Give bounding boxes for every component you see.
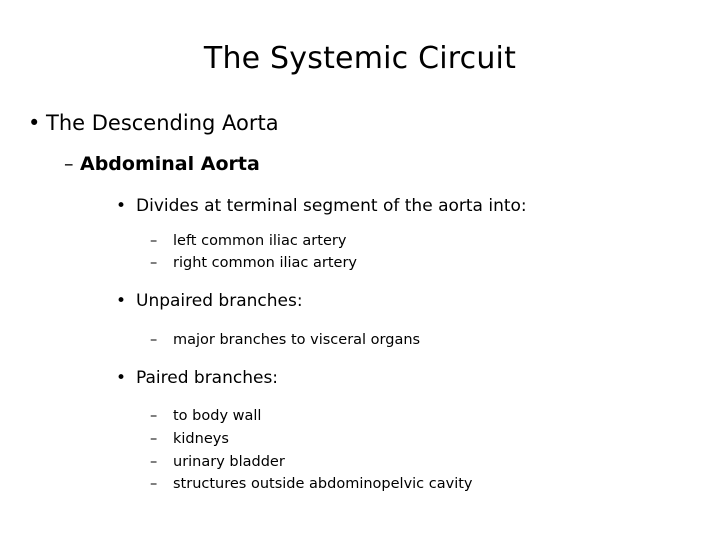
list-item-label: kidneys [173, 430, 229, 447]
list-item-level3-paired: • Paired branches: [28, 366, 698, 391]
slide-body: • The Descending Aorta – Abdominal Aorta… [28, 108, 698, 497]
list-item-level1: • The Descending Aorta [28, 108, 698, 138]
list-item-label: left common iliac artery [173, 232, 347, 249]
spacer [28, 185, 698, 194]
list-item-label: Abdominal Aorta [80, 153, 260, 176]
dash-bullet-icon: – [150, 232, 158, 249]
disc-bullet-icon: • [28, 111, 41, 135]
list-item-level4-visceral: – major branches to visceral organs [28, 330, 698, 352]
disc-bullet-icon: • [116, 367, 127, 388]
disc-bullet-icon: • [116, 195, 127, 216]
spacer [28, 142, 698, 151]
list-item-level4-urinary-bladder: – urinary bladder [28, 452, 698, 474]
spacer [28, 222, 698, 231]
disc-bullet-icon: • [116, 291, 127, 312]
list-item-level4-outside-structures: – structures outside abdominopelvic cavi… [28, 474, 698, 496]
dash-bullet-icon: – [150, 255, 158, 272]
list-item-label: structures outside abdominopelvic cavity [173, 476, 473, 493]
dash-bullet-icon: – [150, 476, 158, 493]
list-item-level4-left-iliac: – left common iliac artery [28, 231, 698, 253]
spacer [28, 353, 698, 366]
list-item-label: Paired branches: [136, 367, 279, 388]
dash-bullet-icon: – [150, 408, 158, 425]
list-item-label: Divides at terminal segment of the aorta… [136, 195, 527, 216]
spacer [28, 276, 698, 289]
list-item-level4-body-wall: – to body wall [28, 406, 698, 428]
list-item-label: urinary bladder [173, 453, 285, 470]
dash-bullet-icon: – [150, 453, 158, 470]
spacer [28, 317, 698, 330]
list-item-level2: – Abdominal Aorta [28, 151, 698, 179]
list-item-label: major branches to visceral organs [173, 331, 421, 348]
dash-bullet-icon: – [150, 331, 158, 348]
list-item-level4-right-iliac: – right common iliac artery [28, 253, 698, 275]
list-item-level3-divides: • Divides at terminal segment of the aor… [28, 194, 698, 219]
spacer [28, 393, 698, 406]
list-item-level4-kidneys: – kidneys [28, 429, 698, 451]
list-item-label: to body wall [173, 408, 262, 425]
list-item-label: right common iliac artery [173, 255, 357, 272]
list-item-label: Unpaired branches: [136, 291, 303, 312]
list-item-level3-unpaired: • Unpaired branches: [28, 289, 698, 314]
dash-bullet-icon: – [150, 430, 158, 447]
list-item-label: The Descending Aorta [46, 111, 279, 135]
dash-bullet-icon: – [64, 153, 74, 176]
page-title: The Systemic Circuit [203, 41, 517, 76]
